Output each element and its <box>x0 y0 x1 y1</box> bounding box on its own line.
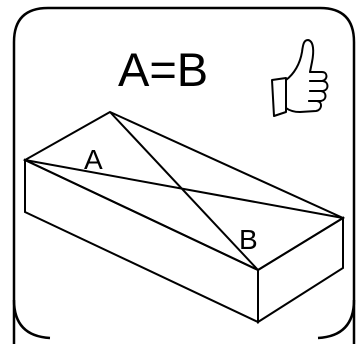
label-b: B <box>239 224 258 255</box>
card-border-bottom-left <box>12 299 51 340</box>
box-diagonal-1 <box>109 111 259 271</box>
equation-text: A=B <box>118 43 208 96</box>
label-a: A <box>84 144 103 175</box>
box-side-face <box>257 216 344 324</box>
card-border-bottom-right <box>317 299 356 340</box>
thumbs-up-icon <box>271 39 329 117</box>
box-diagram <box>22 110 346 324</box>
card-border <box>12 6 356 344</box>
box-diagonal-2 <box>24 159 344 219</box>
box-front-face <box>24 158 259 324</box>
